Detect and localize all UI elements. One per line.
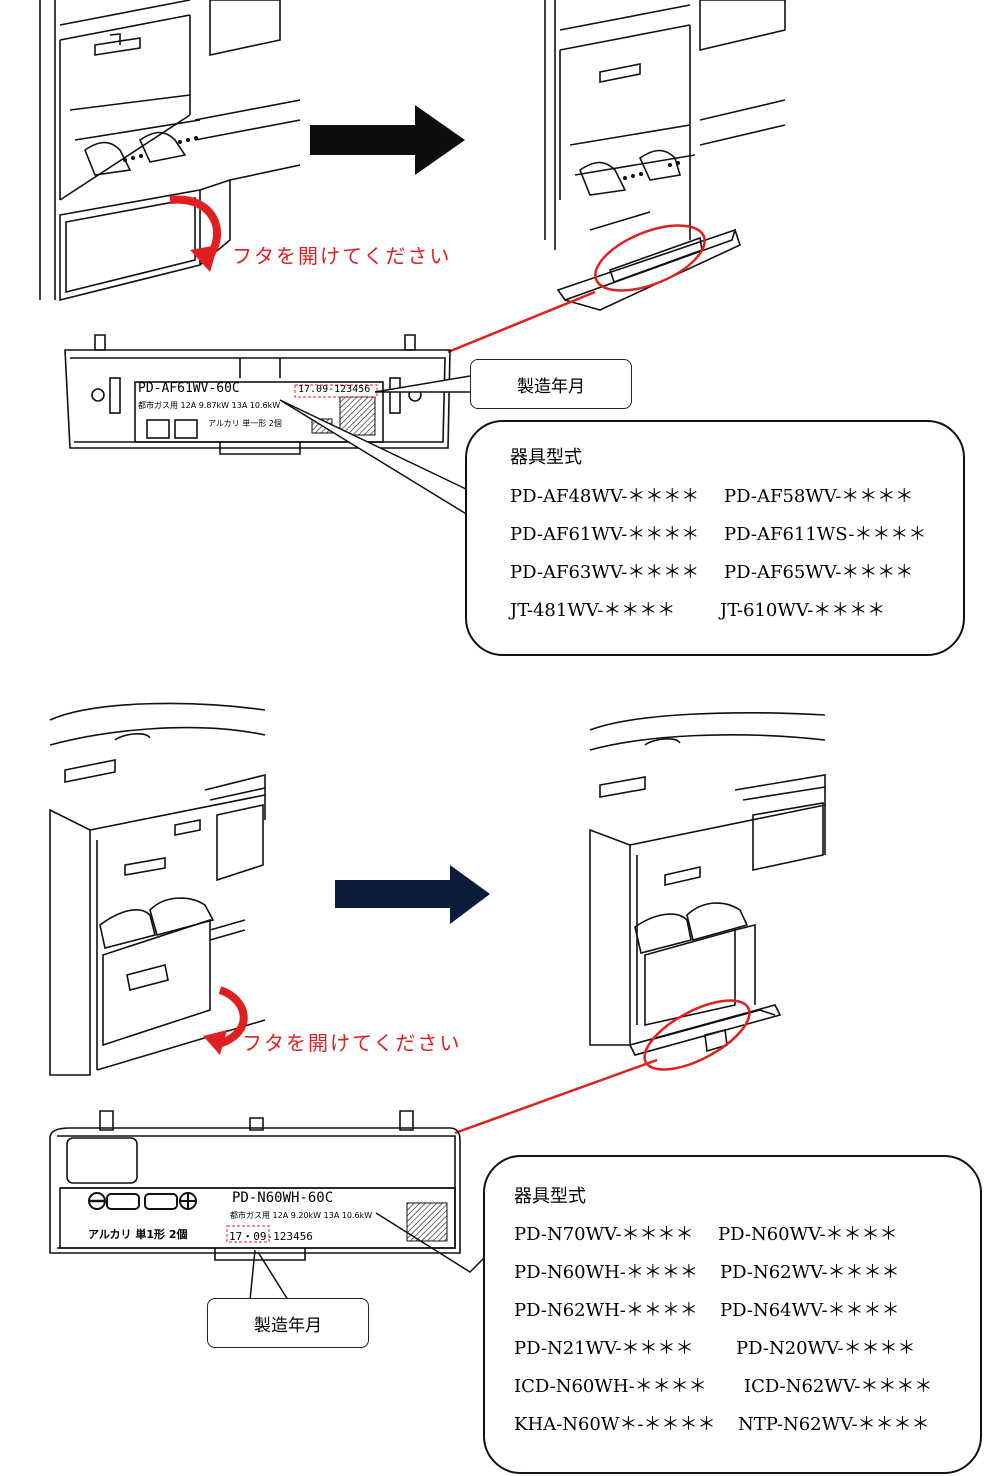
models-title-top: 器具型式 bbox=[510, 447, 582, 468]
bottom-right-stove-illustration bbox=[589, 712, 826, 1071]
model-list-bubble-top bbox=[465, 420, 965, 656]
model-list-bubble-bottom bbox=[483, 1155, 982, 1474]
top-plate-battery: アルカリ 単一形 2個 bbox=[208, 419, 282, 428]
list-item: PD-AF61WV-＊＊＊＊PD-AF611WS-＊＊＊＊ bbox=[510, 524, 927, 545]
model-list-bottom: 器具型式 PD-N70WV-＊＊＊＊PD-N60WV-＊＊＊＊ PD-N60WH… bbox=[514, 1178, 974, 1442]
top-plate-serial: 17.09-123456 bbox=[298, 384, 371, 395]
transition-arrow-bottom bbox=[335, 865, 490, 924]
list-item: JT-481WV-＊＊＊＊JT-610WV-＊＊＊＊ bbox=[510, 600, 886, 621]
battery-cover-plate-bottom bbox=[49, 1110, 461, 1261]
top-plate-model: PD-AF61WV-60C bbox=[138, 381, 240, 396]
open-lid-instruction-bottom: フタを開けてください bbox=[242, 1031, 462, 1055]
bottom-plate-model: PD-N60WH-60C bbox=[232, 1190, 334, 1206]
list-item: PD-N21WV-＊＊＊＊PD-N20WV-＊＊＊＊ bbox=[514, 1338, 916, 1359]
bottom-left-stove-illustration bbox=[49, 702, 266, 1076]
top-left-stove-illustration bbox=[39, 0, 300, 302]
list-item: PD-N70WV-＊＊＊＊PD-N60WV-＊＊＊＊ bbox=[514, 1224, 898, 1245]
manufacture-date-label-top: 製造年月 bbox=[517, 376, 585, 397]
top-plate-spec: 都市ガス用 12A 9.87kW 13A 10.6kW bbox=[138, 401, 281, 410]
open-lid-instruction-top: フタを開けてください bbox=[232, 244, 452, 268]
top-right-stove-illustration bbox=[544, 0, 786, 311]
model-list-top: 器具型式 PD-AF48WV-＊＊＊＊PD-AF58WV-＊＊＊＊ PD-AF6… bbox=[510, 440, 950, 628]
list-item: PD-AF48WV-＊＊＊＊PD-AF58WV-＊＊＊＊ bbox=[510, 486, 914, 507]
bottom-plate-spec: 都市ガス用 12A 9.20kW 13A 10.6kW bbox=[230, 1211, 373, 1220]
bottom-plate-serial: 17・09-123456 bbox=[229, 1230, 313, 1243]
models-title-bottom: 器具型式 bbox=[514, 1186, 586, 1207]
manufacture-date-callout-bottom: 製造年月 bbox=[207, 1298, 369, 1348]
list-item: PD-AF63WV-＊＊＊＊PD-AF65WV-＊＊＊＊ bbox=[510, 562, 914, 583]
transition-arrow-top bbox=[310, 105, 465, 175]
list-item: KHA-N60W＊-＊＊＊＊NTP-N62WV-＊＊＊＊ bbox=[514, 1414, 930, 1435]
list-item: PD-N62WH-＊＊＊＊PD-N64WV-＊＊＊＊ bbox=[514, 1300, 900, 1321]
bottom-plate-battery: アルカリ 単1形 2個 bbox=[88, 1228, 188, 1241]
list-item: ICD-N60WH-＊＊＊＊ICD-N62WV-＊＊＊＊ bbox=[514, 1376, 933, 1397]
list-item: PD-N60WH-＊＊＊＊PD-N62WV-＊＊＊＊ bbox=[514, 1262, 900, 1283]
manufacture-date-label-bottom: 製造年月 bbox=[254, 1315, 322, 1336]
manufacture-date-callout-top: 製造年月 bbox=[470, 359, 632, 409]
